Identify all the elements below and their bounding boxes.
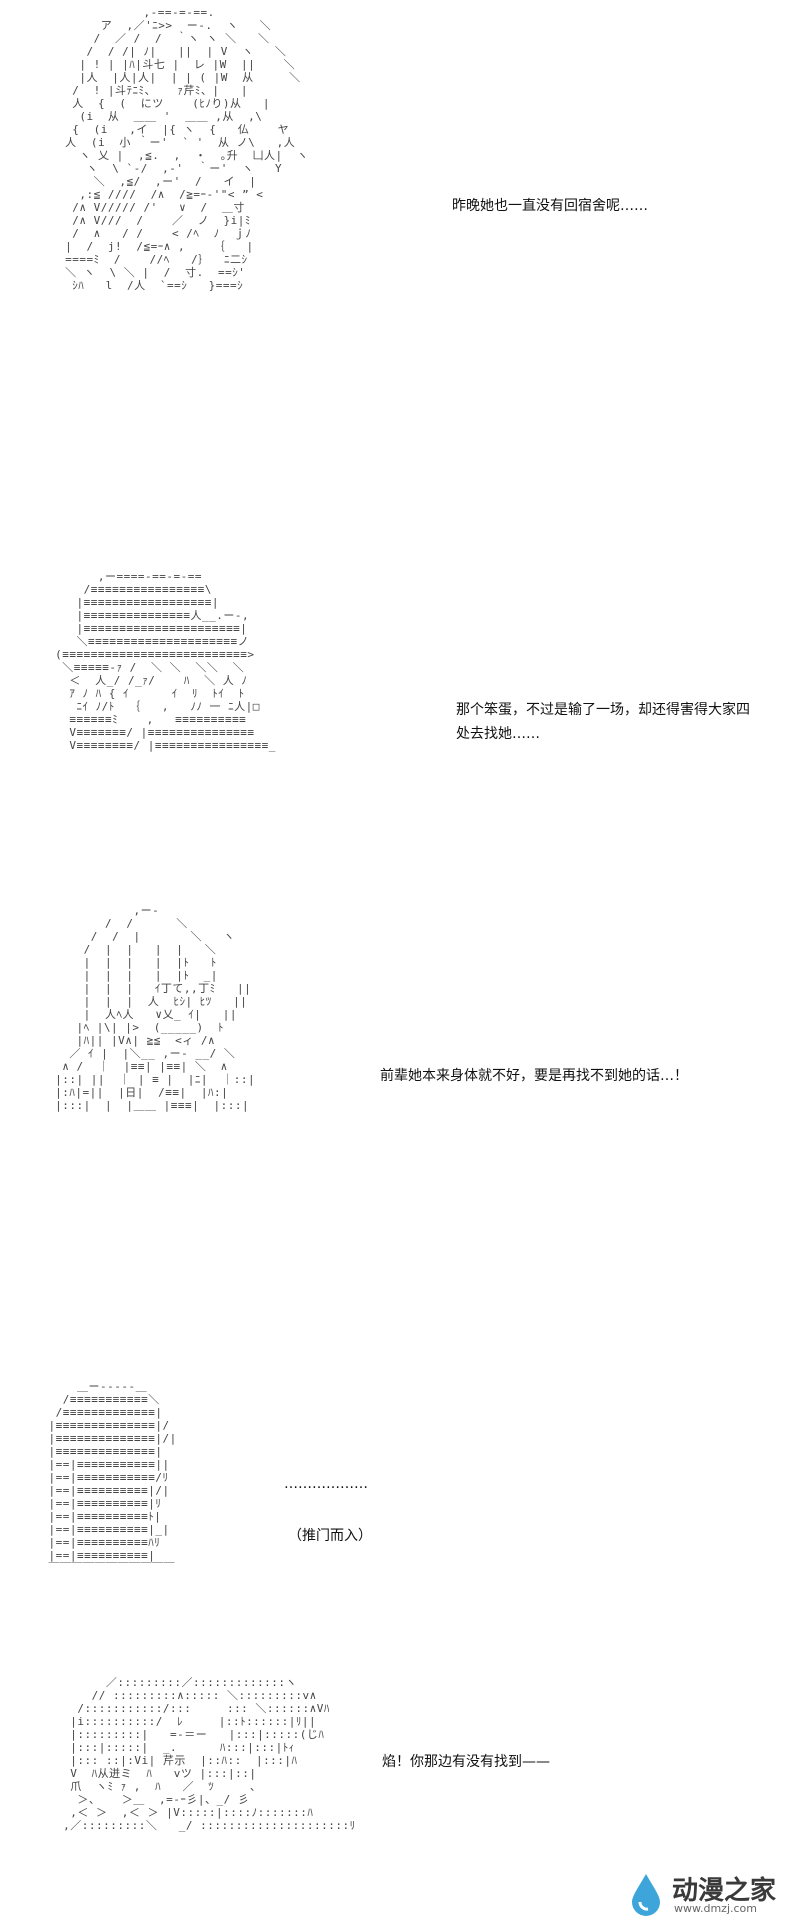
dialogue-caption: 那个笨蛋，不过是输了一场，却还得害得大家四处去找她…… xyxy=(456,702,750,742)
panel-1: ,-==-=-==. ア ,／'ﾆ>> ー-. ヽ ＼ / ／ / / ｀ヽ ヽ… xyxy=(0,0,800,420)
panel-3: ,ー- / / ＼ / / | ＼ ヽ / | | | | ＼ | | | | … xyxy=(0,900,800,1300)
ascii-art-running-girl: ／:::::::::／:::::::::::::ヽ // :::::::::∧:… xyxy=(63,1676,356,1832)
dialogue-caption: 焰！你那边有没有找到—— xyxy=(382,1754,550,1770)
ascii-art-worried-girl: ,ー- / / ＼ / / | ＼ ヽ / | | | | ＼ | | | | … xyxy=(55,904,256,1112)
watermark-name: 动漫之家 xyxy=(672,1876,777,1906)
water-drop-icon xyxy=(632,1874,660,1916)
ascii-art-hat-character: ,ー====-==-=-== /≡≡≡≡≡≡≡≡≡≡≡≡≡≡≡≡\ |≡≡≡≡≡… xyxy=(55,570,276,752)
dialogue-caption: 昨晚她也一直没有回宿舍呢…… xyxy=(452,198,648,214)
panel-2: ,ー====-==-=-== /≡≡≡≡≡≡≡≡≡≡≡≡≡≡≡≡\ |≡≡≡≡≡… xyxy=(0,440,800,880)
ascii-art-girl-crying: ,-==-=-==. ア ,／'ﾆ>> ー-. ヽ ＼ / ／ / / ｀ヽ ヽ… xyxy=(65,6,309,292)
site-watermark: 动漫之家 www.dmzj.com xyxy=(628,1868,788,1920)
panel-4: ＿ー‐‐‐‐‐＿ /≡≡≡≡≡≡≡≡≡≡≡＼ /≡≡≡≡≡≡≡≡≡≡≡≡≡| |… xyxy=(0,1380,800,1680)
dialogue-caption: 前辈她本来身体就不好，要是再找不到她的话…！ xyxy=(380,1068,688,1084)
action-caption: （推门而入） xyxy=(288,1528,372,1544)
ellipsis-caption: ……………… xyxy=(284,1476,368,1492)
watermark-url: www.dmzj.com xyxy=(674,1902,757,1915)
panel-5: ／:::::::::／:::::::::::::ヽ // :::::::::∧:… xyxy=(0,1676,800,1928)
ascii-art-door: ＿ー‐‐‐‐‐＿ /≡≡≡≡≡≡≡≡≡≡≡＼ /≡≡≡≡≡≡≡≡≡≡≡≡≡| |… xyxy=(48,1380,177,1575)
